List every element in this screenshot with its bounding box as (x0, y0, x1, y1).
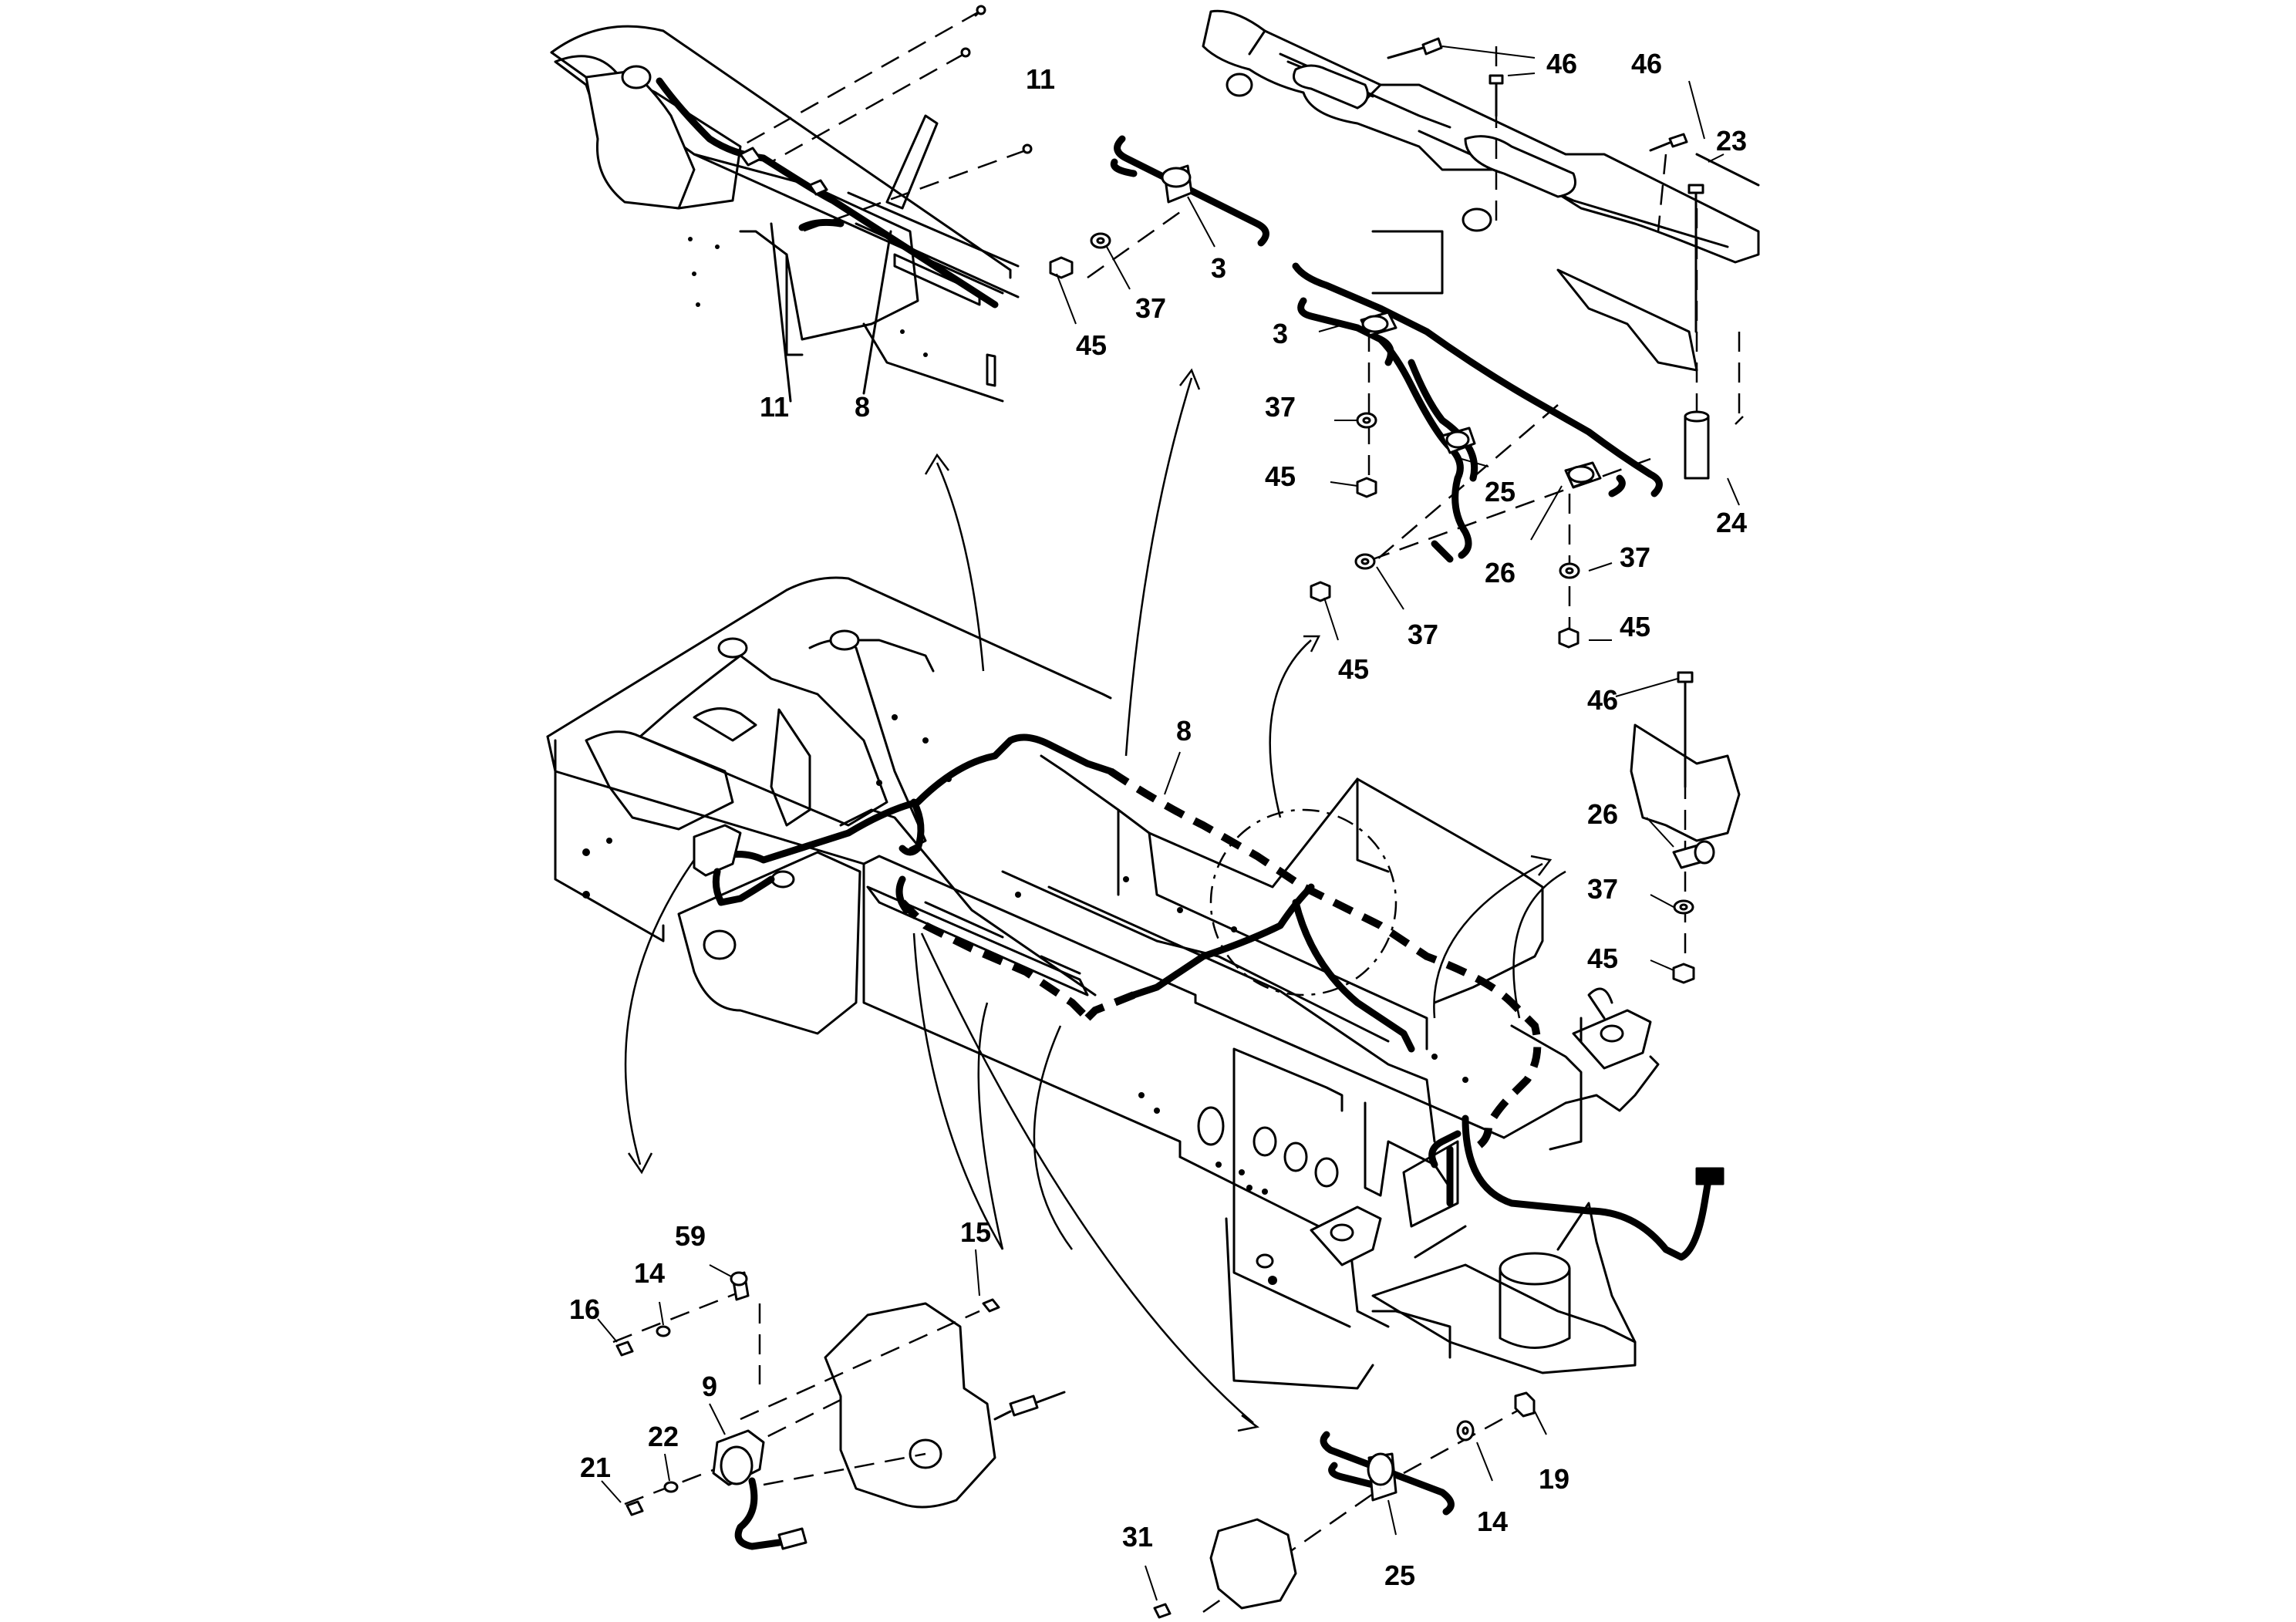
pointer-arrows (624, 368, 1566, 1432)
callout-8: 8 (1176, 715, 1192, 747)
nut-icon (1049, 256, 1074, 279)
callout-37: 37 (1408, 619, 1438, 650)
p-clamp-icon (1367, 1452, 1397, 1502)
callout-59: 59 (675, 1220, 706, 1252)
washer-icon (1673, 899, 1694, 915)
detail-right-middle: 46 26 37 45 (1587, 671, 1741, 984)
callout-8: 8 (855, 391, 870, 423)
callout-23: 23 (1716, 125, 1747, 157)
callout-46: 46 (1546, 48, 1577, 79)
nut-icon (1310, 477, 1580, 649)
callout-37: 37 (1587, 873, 1618, 905)
detail-top-center: 3 37 45 (1049, 135, 1269, 361)
callout-26: 26 (1587, 798, 1618, 830)
nut-icon (1514, 1391, 1536, 1418)
callout-24: 24 (1716, 507, 1747, 538)
callout-45: 45 (1338, 653, 1369, 685)
bolt-icon (615, 1298, 1000, 1516)
washer-icon (1090, 232, 1111, 249)
detail-top-left: 11 11 8 (550, 5, 1055, 423)
connector-icon (993, 1391, 1066, 1421)
callout-11: 11 (1026, 63, 1055, 95)
callout-45: 45 (1265, 460, 1296, 492)
callout-25: 25 (1485, 476, 1515, 508)
connector-icon (712, 1429, 765, 1486)
callout-14: 14 (634, 1257, 665, 1289)
callout-16: 16 (569, 1293, 600, 1325)
main-chassis (546, 576, 1725, 1390)
callout-9: 9 (702, 1371, 717, 1402)
bolt-icon (1153, 1603, 1172, 1619)
callout-26: 26 (1485, 557, 1515, 588)
callout-3: 3 (1211, 252, 1226, 284)
washer-icon (656, 1325, 679, 1493)
callout-45: 45 (1620, 611, 1650, 642)
p-clamp-icon (1672, 840, 1715, 869)
callout-37: 37 (1135, 292, 1166, 324)
callout-45: 45 (1076, 329, 1107, 361)
bolt-icon (1387, 37, 1704, 333)
detail-bottom-left: 59 14 16 15 9 22 21 (569, 1216, 1066, 1550)
callout-21: 21 (580, 1452, 611, 1483)
p-clamp-icon (1564, 461, 1602, 489)
callout-31: 31 (1122, 1521, 1153, 1553)
p-clamp-icon (730, 1271, 750, 1301)
callout-22: 22 (648, 1421, 679, 1452)
callout-37: 37 (1620, 541, 1650, 573)
callout-15: 15 (960, 1216, 991, 1248)
bolt-icon (960, 5, 1033, 154)
callout-11: 11 (760, 391, 789, 423)
detail-top-right: 46 46 23 3 37 45 25 24 26 37 45 37 45 (1202, 9, 1760, 685)
p-clamp-icon (1161, 164, 1193, 204)
callout-14: 14 (1477, 1506, 1508, 1537)
callout-46: 46 (1631, 48, 1662, 79)
callout-25: 25 (1384, 1560, 1415, 1591)
callout-46: 46 (1587, 684, 1618, 716)
bolt-icon (1677, 671, 1694, 788)
callout-45: 45 (1587, 943, 1618, 974)
callout-19: 19 (1539, 1463, 1569, 1495)
p-clamp-icon (1360, 311, 1397, 337)
washer-icon (1456, 1420, 1475, 1442)
callout-37: 37 (1265, 391, 1296, 423)
p-clamp-icon (1441, 427, 1476, 454)
callout-3: 3 (1273, 318, 1288, 349)
detail-bottom-right: 19 14 25 31 (1122, 1391, 1569, 1619)
nut-icon (1672, 963, 1695, 984)
